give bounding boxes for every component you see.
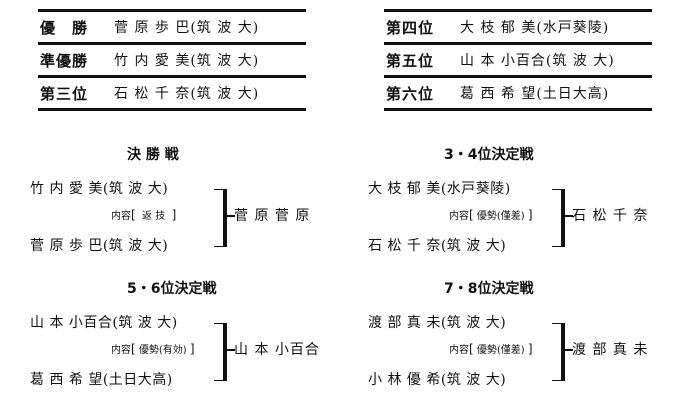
player-bottom: 小 林 優 希(筑 波 大): [368, 372, 507, 388]
winner-name: 山 本 小百合: [234, 342, 320, 358]
bracket-line: [214, 380, 224, 381]
rankings-table-left: 優 勝 菅 原 歩 巴(筑 波 大) 準優勝 竹 内 愛 美(筑 波 大) 第三…: [38, 9, 306, 111]
bracket-line: [561, 215, 573, 217]
detail-value: 返 技: [142, 211, 166, 222]
detail-value: 優勢(僅差): [476, 345, 525, 356]
bracket-line: [552, 246, 562, 247]
detail-label: 内容: [111, 211, 131, 222]
match-detail: 内容[ 優勢(僅差) ]: [449, 342, 533, 356]
ranking-row: 第四位 大 枝 郁 美(水戸葵陵): [384, 12, 652, 45]
ranking-row: 第六位 葛 西 希 望(土日大高): [384, 78, 652, 111]
player-top: 大 枝 郁 美(水戸葵陵): [368, 181, 511, 197]
winner-name: 渡 部 真 未: [572, 342, 649, 358]
match-detail: 内容[ 優勢(僅差) ]: [449, 208, 533, 222]
rank-name: 菅 原 歩 巴(筑 波 大): [114, 20, 260, 36]
ranking-row: 第三位 石 松 千 奈(筑 波 大): [38, 78, 306, 111]
ranking-row: 準優勝 竹 内 愛 美(筑 波 大): [38, 45, 306, 78]
detail-label: 内容: [449, 211, 469, 222]
bracket-3-4: 3・4位決定戦 大 枝 郁 美(水戸葵陵) 内容[ 優勢(僅差) ] 石 松 千…: [360, 144, 690, 254]
ranking-row: 優 勝 菅 原 歩 巴(筑 波 大): [38, 12, 306, 45]
bracket-line: [552, 189, 562, 190]
bracket-7-8: 7・8位決定戦 渡 部 真 未(筑 波 大) 内容[ 優勢(僅差) ] 小 林 …: [360, 278, 690, 388]
bracket-final: 決 勝 戦 竹 内 愛 美(筑 波 大) 内容[ 返 技 ] 菅 原 歩 巴(筑…: [22, 144, 352, 254]
rank-label: 第五位: [386, 51, 435, 70]
bracket-line: [214, 189, 224, 190]
player-top: 竹 内 愛 美(筑 波 大): [30, 181, 169, 197]
detail-value: 優勢(僅差): [476, 211, 525, 222]
bracket-5-6: 5・6位決定戦 山 本 小百合(筑 波 大) 内容[ 優勢(有効) ] 葛 西 …: [22, 278, 352, 388]
match-detail: 内容[ 返 技 ]: [111, 208, 177, 222]
bracket-title: 7・8位決定戦: [444, 281, 534, 297]
bracket-line: [214, 323, 224, 324]
bracket-line: [223, 189, 227, 247]
player-bottom: 菅 原 歩 巴(筑 波 大): [30, 238, 169, 254]
player-bottom: 石 松 千 奈(筑 波 大): [368, 238, 507, 254]
bracket-line: [561, 323, 565, 381]
bracket-line: [561, 349, 573, 351]
player-top: 山 本 小百合(筑 波 大): [30, 315, 178, 331]
match-detail: 内容[ 優勢(有効) ]: [111, 342, 195, 356]
bracket-line: [223, 349, 235, 351]
detail-value: 優勢(有効): [138, 345, 187, 356]
bracket-line: [214, 246, 224, 247]
bracket-line: [223, 215, 235, 217]
bracket-title: 5・6位決定戦: [127, 281, 217, 297]
ranking-row: 第五位 山 本 小百合(筑 波 大): [384, 45, 652, 78]
player-bottom: 葛 西 希 望(土日大高): [30, 372, 173, 388]
detail-label: 内容: [449, 345, 469, 356]
rankings-table-right: 第四位 大 枝 郁 美(水戸葵陵) 第五位 山 本 小百合(筑 波 大) 第六位…: [384, 9, 652, 111]
winner-name: 石 松 千 奈: [572, 208, 649, 224]
winner-name: 菅 原 菅 原: [234, 208, 311, 224]
rank-name: 石 松 千 奈(筑 波 大): [114, 86, 260, 102]
rank-name: 葛 西 希 望(土日大高): [460, 86, 610, 102]
bracket-title: 決 勝 戦: [127, 147, 179, 163]
rank-label: 優 勝: [40, 18, 89, 37]
rank-name: 竹 内 愛 美(筑 波 大): [114, 53, 260, 69]
player-top: 渡 部 真 未(筑 波 大): [368, 315, 507, 331]
bracket-line: [552, 323, 562, 324]
bracket-line: [561, 189, 565, 247]
rank-label: 準優勝: [40, 51, 89, 70]
bracket-line: [223, 323, 227, 381]
bracket-title: 3・4位決定戦: [444, 147, 534, 163]
bracket-line: [552, 380, 562, 381]
rank-name: 山 本 小百合(筑 波 大): [460, 53, 615, 69]
rank-label: 第四位: [386, 18, 435, 37]
rank-label: 第三位: [40, 84, 89, 103]
rank-label: 第六位: [386, 84, 435, 103]
detail-label: 内容: [111, 345, 131, 356]
rank-name: 大 枝 郁 美(水戸葵陵): [460, 20, 610, 36]
